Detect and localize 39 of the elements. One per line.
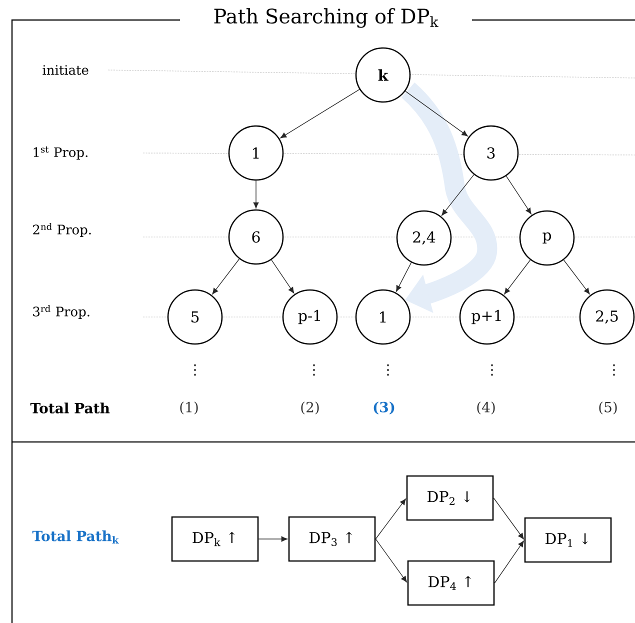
title: Path Searching of DP$_{k}$ bbox=[211, 6, 441, 30]
arrow bbox=[563, 260, 590, 294]
state-box: DP$_{3}$ ↑ bbox=[288, 516, 376, 562]
path-number: (1) bbox=[180, 402, 198, 414]
path-highlight-arrow bbox=[401, 82, 498, 313]
path-number: (4) bbox=[477, 402, 495, 414]
path-number: (2) bbox=[301, 402, 319, 414]
row-label: Total Path bbox=[30, 402, 110, 414]
row-label: initiate bbox=[40, 63, 91, 77]
arrow bbox=[280, 89, 360, 138]
vertical-ellipsis: ⋮ bbox=[194, 364, 196, 376]
row-label: Total Path$_{k}$ bbox=[32, 530, 119, 544]
vertical-ellipsis: ⋮ bbox=[313, 364, 315, 376]
arrow bbox=[253, 180, 259, 208]
row-label: 2$^{nd}$ Prop. bbox=[30, 221, 94, 239]
vertical-ellipsis: ⋮ bbox=[491, 364, 493, 376]
arrow bbox=[442, 174, 474, 216]
path-number: (3) bbox=[374, 402, 394, 414]
arrow bbox=[506, 176, 532, 214]
state-box: DP$_{k}$ ↑ bbox=[171, 516, 259, 562]
node-label: 2,5 bbox=[596, 310, 618, 324]
row-label: 3$^{rd}$ Prop. bbox=[30, 303, 93, 321]
path-number: (5) bbox=[599, 402, 617, 414]
arrow bbox=[396, 262, 412, 292]
vertical-ellipsis: ⋮ bbox=[613, 364, 615, 376]
arrow bbox=[493, 498, 524, 540]
state-box: DP$_{4}$ ↑ bbox=[407, 560, 495, 606]
arrow bbox=[271, 260, 294, 294]
vertical-ellipsis: ⋮ bbox=[387, 364, 389, 376]
state-box: DP$_{1}$ ↓ bbox=[524, 517, 612, 563]
arrow bbox=[405, 90, 468, 136]
state-box: DP$_{2}$ ↓ bbox=[406, 475, 494, 521]
row-label: 1$^{st}$ Prop. bbox=[30, 144, 91, 162]
arrow bbox=[504, 260, 531, 294]
arrow bbox=[375, 498, 406, 540]
arrow bbox=[212, 258, 240, 294]
arrow bbox=[375, 538, 407, 582]
arrow bbox=[494, 540, 524, 584]
arrow bbox=[258, 536, 288, 542]
